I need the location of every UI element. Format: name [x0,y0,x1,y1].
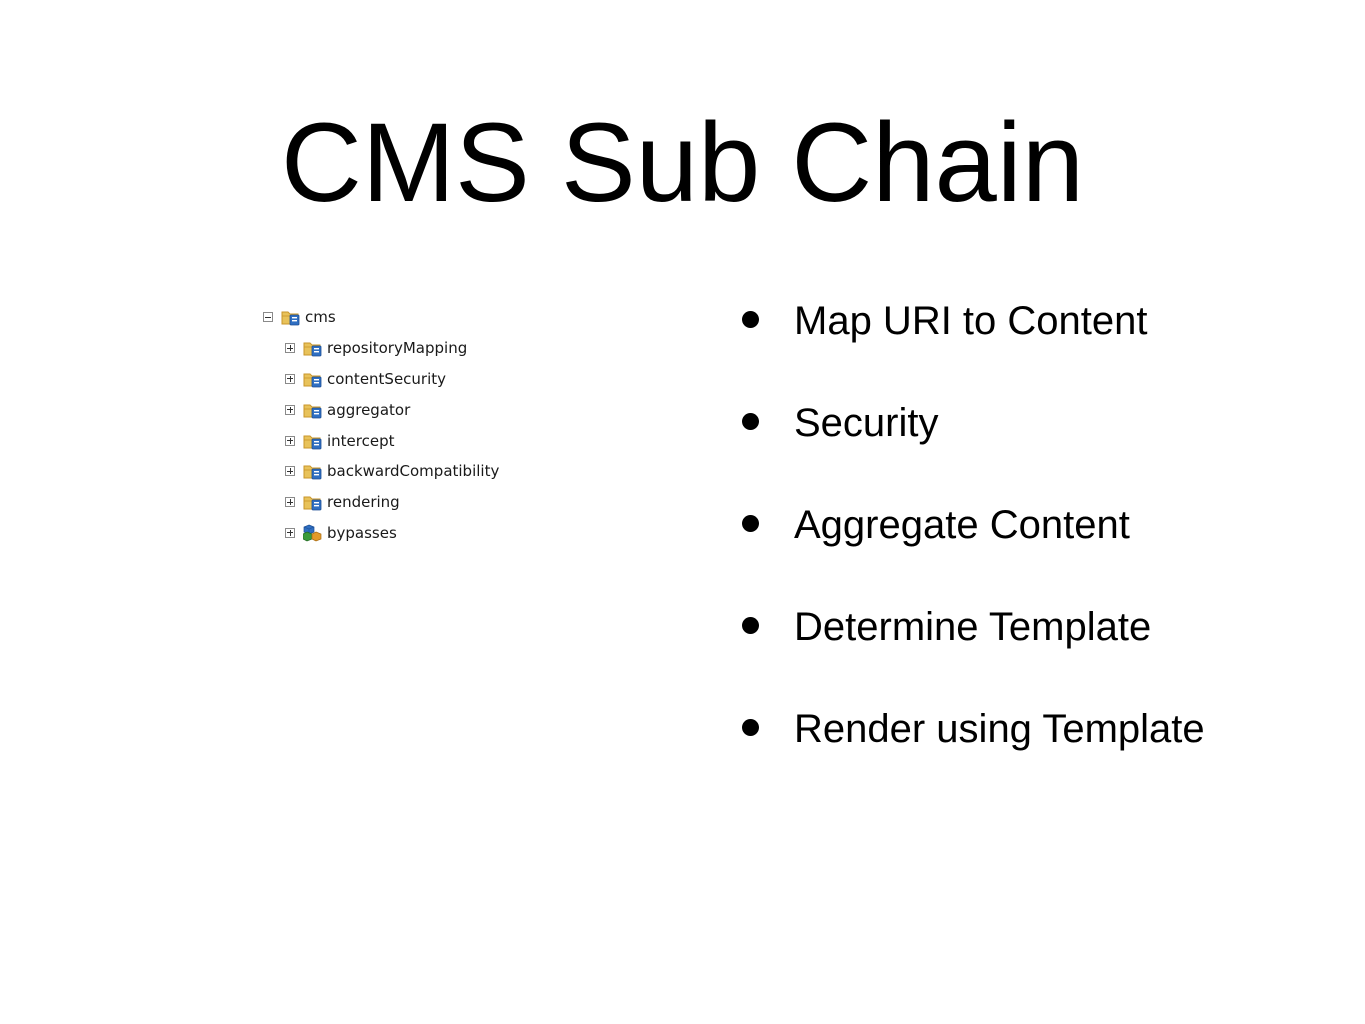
folder-icon [281,311,300,326]
tree-node-backwardCompatibility[interactable]: backwardCompatibility [263,456,499,487]
bullet-dot-icon [742,719,759,736]
folder-icon [303,373,322,388]
config-tree: cms repositoryMapping contentSecurity [263,302,499,548]
tree-node-label: contentSecurity [327,369,447,388]
tree-node-label: repositoryMapping [327,339,468,358]
tree-node-cms[interactable]: cms [263,302,499,333]
expand-icon[interactable] [285,343,295,354]
bullet-item: Aggregate Content [742,500,1262,551]
bullet-dot-icon [742,617,759,634]
expand-icon[interactable] [285,404,295,415]
folder-icon [303,435,322,449]
bullet-text: Map URI to Content [794,299,1148,343]
folder-icon [303,404,322,419]
bullet-item: Render using Template [742,704,1262,755]
cubes-icon [303,524,322,542]
expand-icon[interactable] [285,497,295,508]
expand-icon[interactable] [285,435,295,446]
tree-node-rendering[interactable]: rendering [263,487,499,518]
expand-icon[interactable] [285,527,295,538]
bullet-text: Security [794,401,939,445]
tree-node-repositoryMapping[interactable]: repositoryMapping [263,333,499,364]
expand-icon[interactable] [285,373,295,384]
expand-icon[interactable] [285,466,295,477]
slide-title: CMS Sub Chain [280,100,1085,225]
bullet-item: Determine Template [742,602,1262,653]
tree-node-label: bypasses [327,523,397,542]
folder-icon [303,496,322,511]
bullet-text: Render using Template [794,707,1205,751]
tree-node-label: cms [305,308,336,327]
folder-icon [303,465,322,480]
tree-node-intercept[interactable]: intercept [263,425,499,456]
tree-node-aggregator[interactable]: aggregator [263,394,499,425]
bullet-text: Determine Template [794,605,1152,649]
bullet-item: Security [742,398,1262,449]
bullet-dot-icon [742,515,759,532]
folder-icon [303,342,322,357]
tree-node-bypasses[interactable]: bypasses [263,518,499,549]
tree-node-label: rendering [327,493,400,512]
tree-node-label: intercept [327,431,395,450]
bullet-dot-icon [742,311,759,328]
collapse-icon[interactable] [263,312,273,323]
tree-node-contentSecurity[interactable]: contentSecurity [263,364,499,395]
bullet-text: Aggregate Content [794,503,1130,547]
bullet-list: Map URI to Content Security Aggregate Co… [742,296,1262,755]
tree-node-label: aggregator [327,400,411,419]
tree-node-label: backwardCompatibility [327,462,500,481]
bullet-dot-icon [742,413,759,430]
bullet-item: Map URI to Content [742,296,1262,347]
